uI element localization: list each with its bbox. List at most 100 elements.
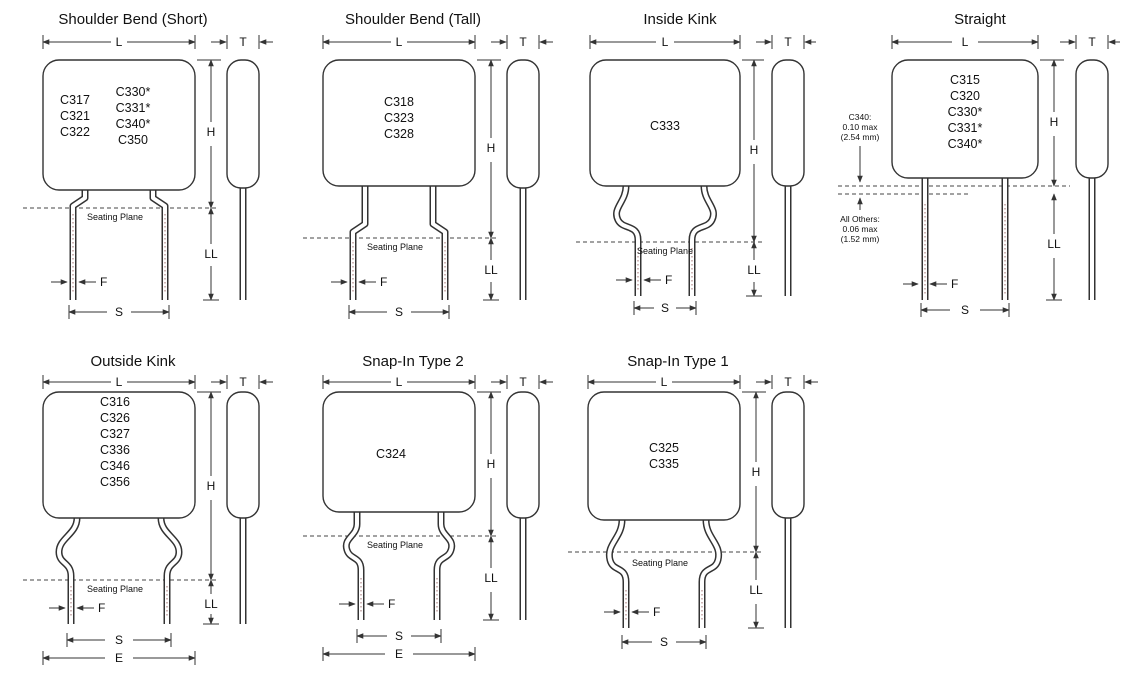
note-line: 0.10 max xyxy=(843,122,879,132)
capacitor-body xyxy=(587,391,741,521)
dim-F: F xyxy=(331,275,387,289)
part-numbers: C317 C321 C322 C330* C331* C340* C350 xyxy=(60,85,150,147)
dim-S: S xyxy=(621,635,707,649)
dim-label-LL: LL xyxy=(204,247,218,261)
side-view-body xyxy=(1075,59,1109,179)
dim-F: F xyxy=(49,601,105,615)
dim-label-T: T xyxy=(239,375,247,389)
diagram-title: Shoulder Bend (Short) xyxy=(58,11,207,28)
part-number: C317 xyxy=(60,93,90,107)
dim-label-H: H xyxy=(750,143,759,157)
seating-plane-label: Seating Plane xyxy=(87,212,143,222)
dim-H: H xyxy=(197,391,221,581)
dim-F: F xyxy=(339,597,395,611)
part-number: C330* xyxy=(948,105,983,119)
dim-label-L: L xyxy=(396,375,403,389)
diagram-title: Shoulder Bend (Tall) xyxy=(345,11,481,28)
dim-S: S xyxy=(920,303,1010,317)
dim-S: S xyxy=(68,305,170,319)
diagram-title: Outside Kink xyxy=(90,353,176,370)
dim-label-H: H xyxy=(487,141,496,155)
dim-label-T: T xyxy=(519,375,527,389)
part-number: C335 xyxy=(649,457,679,471)
dim-label-L: L xyxy=(396,35,403,49)
side-view-body xyxy=(506,59,540,189)
dim-F: F xyxy=(51,275,107,289)
note-line: All Others: xyxy=(840,214,880,224)
dim-F: F xyxy=(616,273,672,287)
dim-label-L: L xyxy=(661,375,668,389)
diagram-title: Straight xyxy=(954,11,1007,28)
dim-label-H: H xyxy=(752,465,761,479)
dim-E: E xyxy=(42,651,196,665)
dim-label-F: F xyxy=(380,275,387,289)
capacitor-body xyxy=(42,391,196,519)
side-view xyxy=(506,59,540,300)
dim-label-LL: LL xyxy=(747,263,761,277)
part-number: C336 xyxy=(100,443,130,457)
side-view-body xyxy=(226,59,260,189)
part-number: C340* xyxy=(116,117,151,131)
part-number: C325 xyxy=(649,441,679,455)
side-view-body xyxy=(506,391,540,519)
part-number: C320 xyxy=(950,89,980,103)
part-number: C328 xyxy=(384,127,414,141)
dim-label-H: H xyxy=(207,479,216,493)
note-line: (1.52 mm) xyxy=(841,234,880,244)
dim-label-T: T xyxy=(784,375,792,389)
dim-label-S: S xyxy=(661,301,669,315)
dim-label-T: T xyxy=(239,35,247,49)
seating-plane-label: Seating Plane xyxy=(87,584,143,594)
dim-L: L xyxy=(42,35,196,49)
dim-label-S: S xyxy=(961,303,969,317)
dim-label-F: F xyxy=(388,597,395,611)
leads xyxy=(69,190,169,300)
side-view xyxy=(226,59,260,300)
dim-T: T xyxy=(756,375,818,389)
part-number: C322 xyxy=(60,125,90,139)
part-number: C356 xyxy=(100,475,130,489)
capacitor-body xyxy=(42,59,196,191)
dim-T: T xyxy=(211,375,273,389)
diagram-snap-in-type-2: Snap-In Type 2 L T C324 Seating Plane xyxy=(303,353,553,661)
dim-H: H xyxy=(197,59,221,209)
side-view xyxy=(506,391,540,620)
side-view xyxy=(771,59,805,296)
part-number: C346 xyxy=(100,459,130,473)
dim-label-F: F xyxy=(100,275,107,289)
dim-label-LL: LL xyxy=(1047,237,1061,251)
diagram-title: Snap-In Type 1 xyxy=(627,353,728,370)
diagram-inside-kink: Inside Kink L T C333 Seating Plane H xyxy=(576,11,816,315)
part-number: C316 xyxy=(100,395,130,409)
dim-T: T xyxy=(1060,35,1120,49)
seating-plane-label: Seating Plane xyxy=(632,558,688,568)
diagram-shoulder-bend-tall: Shoulder Bend (Tall) L T C318 C323 C328 … xyxy=(303,11,553,319)
dim-label-F: F xyxy=(653,605,660,619)
seating-plane-label: Seating Plane xyxy=(637,246,693,256)
side-view-body xyxy=(771,59,805,187)
dim-H: H xyxy=(477,391,501,537)
part-numbers: C325 C335 xyxy=(649,441,679,471)
dim-LL: LL xyxy=(483,237,499,301)
note-others-standoff: All Others: 0.06 max (1.52 mm) xyxy=(840,197,880,244)
part-number: C326 xyxy=(100,411,130,425)
capacitor-body xyxy=(322,391,476,513)
dim-LL: LL xyxy=(748,551,764,629)
note-c340-standoff: C340: 0.10 max (2.54 mm) xyxy=(841,112,880,183)
part-number: C323 xyxy=(384,111,414,125)
dim-label-S: S xyxy=(660,635,668,649)
dim-label-S: S xyxy=(395,629,403,643)
note-line: (2.54 mm) xyxy=(841,132,880,142)
capacitor-body xyxy=(589,59,741,187)
leads xyxy=(349,186,449,300)
part-number: C318 xyxy=(384,95,414,109)
side-view xyxy=(771,391,805,628)
part-numbers: C315 C320 C330* C331* C340* xyxy=(948,73,983,151)
part-number: C333 xyxy=(650,119,680,133)
dim-label-LL: LL xyxy=(204,597,218,611)
part-number: C331* xyxy=(948,121,983,135)
side-view-body xyxy=(771,391,805,519)
note-line: 0.06 max xyxy=(843,224,879,234)
side-view xyxy=(1075,59,1109,300)
dim-LL: LL xyxy=(203,579,219,625)
